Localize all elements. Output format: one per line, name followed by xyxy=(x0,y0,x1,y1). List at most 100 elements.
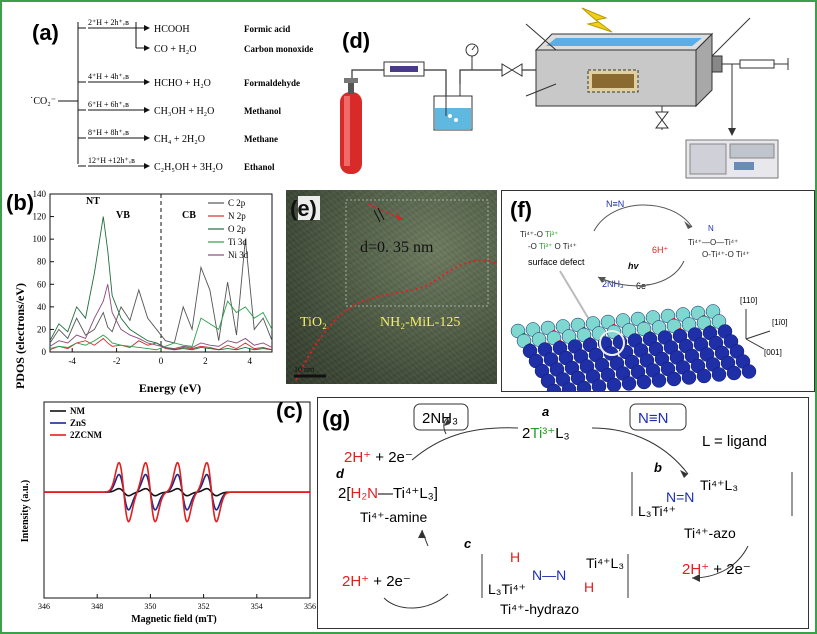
panel-g-label: (g) xyxy=(322,406,350,431)
g-ligand: L = ligand xyxy=(702,433,767,450)
g-step-a: a xyxy=(542,404,549,419)
epr-chart: (c) Intensity (a.u.) Magnetic field (mT)… xyxy=(20,398,316,625)
tem-texture xyxy=(286,190,497,384)
pdos-series-ni-3d xyxy=(49,284,273,350)
g-hydrazo-ti-top: Ti⁴⁺L₃ xyxy=(586,555,624,571)
lattice-atom xyxy=(546,383,562,391)
pdos-ytick-label: 20 xyxy=(37,324,47,334)
f-left-cluster-2: -O Ti³⁺ O Ti⁴⁺ xyxy=(528,242,577,251)
mof-label: NH₂-MiL-125 xyxy=(380,315,460,330)
f-right-cluster: Ti⁴⁺—O—Ti⁴⁺ xyxy=(688,238,738,247)
pdos-cb: CB xyxy=(182,210,196,221)
tio2-label: TiO₂ xyxy=(300,315,327,330)
valve xyxy=(501,63,513,77)
lattice-atom xyxy=(591,379,607,391)
reaction-reagents-4: 8⁺H + 8h⁺ᵥʙ xyxy=(88,128,129,137)
f-nh3: 2NH₃ xyxy=(602,279,624,289)
reaction-reagents-2: 4⁺H + 4h⁺ᵥʙ xyxy=(88,72,129,81)
pdos-ytick-label: 100 xyxy=(33,234,47,244)
g-azo-name: Ti⁴⁺-azo xyxy=(684,525,736,541)
pdos-xtick-label: -2 xyxy=(113,356,121,366)
g-n2: N≡N xyxy=(638,410,668,427)
panel-b-label: (b) xyxy=(6,190,34,215)
pdos-ytick-label: 120 xyxy=(33,212,47,222)
pdos-xtick-label: 0 xyxy=(159,356,164,366)
g-amine-name: Ti⁴⁺-amine xyxy=(360,509,428,525)
co2-radical: ˙CO₂⁻ xyxy=(30,96,56,107)
epr-xtick-label: 352 xyxy=(198,602,210,611)
lattice-atom xyxy=(696,368,712,384)
g-azo-top: Ti⁴⁺L₃ xyxy=(700,477,738,493)
panel-a-label: (a) xyxy=(32,20,59,45)
g-step-c: c xyxy=(464,536,472,551)
g-protons-right: 2H⁺ + 2e⁻ xyxy=(682,561,751,578)
reaction-product-2: HCHO + H₂O xyxy=(154,78,211,89)
lattice-atom xyxy=(576,380,592,391)
f-surface-defect: surface defect xyxy=(528,257,585,267)
pdos-ylabel: PDOS (electrons/eV) xyxy=(13,283,27,389)
pdos-series-o-2p xyxy=(49,216,273,351)
reaction-name-3: Methanol xyxy=(244,106,281,116)
f-dir-1bar10: [1ī0] xyxy=(772,318,788,327)
f-right-n: N xyxy=(708,224,714,233)
g-n2-box xyxy=(629,403,687,431)
g-hydrazo-ti-bottom: L₃Ti⁴⁺ xyxy=(488,581,526,597)
g-nh3: 2NH₃ xyxy=(422,410,458,427)
pdos-xlabel: Energy (eV) xyxy=(139,381,201,395)
pdos-legend-label: N 2p xyxy=(228,211,246,221)
pdos-series-ti-3d xyxy=(49,300,273,351)
water-bubbler xyxy=(433,84,473,131)
f-left-cluster: Ti⁴⁺-O Ti³⁺ xyxy=(520,230,558,239)
pdos-ytick-label: 140 xyxy=(33,189,47,199)
g-hydrazo-h2: H xyxy=(584,579,594,595)
epr-xtick-label: 350 xyxy=(144,602,156,611)
pdos-ytick-label: 80 xyxy=(37,257,47,267)
g-protons-top: 2H⁺ + 2e⁻ xyxy=(344,449,413,466)
pdos-ytick-label: 60 xyxy=(37,279,47,289)
pdos-legend-label: C 2p xyxy=(228,198,246,208)
lattice-atom xyxy=(606,377,622,391)
pdos-legend-label: Ni 3d xyxy=(228,250,249,260)
lattice-atom xyxy=(726,365,742,381)
f-n2: N≡N xyxy=(606,199,624,209)
epr-ylabel: Intensity (a.u.) xyxy=(20,480,31,543)
lattice-atom xyxy=(621,376,637,391)
lattice-atom xyxy=(741,364,757,379)
epr-xlabel: Magnetic field (mT) xyxy=(131,614,217,625)
g-nh3-box xyxy=(413,403,469,431)
g-amine: 2[H₂N—Ti⁴⁺L₃] xyxy=(338,485,438,502)
light-icon xyxy=(581,7,613,33)
epr-plot-area xyxy=(43,401,311,599)
panel-d: (d) xyxy=(340,7,789,179)
lattice-atom xyxy=(561,382,577,391)
pdos-vb: VB xyxy=(116,210,130,221)
g-step-b: b xyxy=(654,460,662,475)
lattice-atom xyxy=(651,373,667,388)
f-right-cluster-2: O-Ti⁴⁺-O Ti⁴⁺ xyxy=(702,250,750,259)
epr-legend-label: 2ZCNM xyxy=(70,430,103,440)
g-step-d: d xyxy=(336,466,345,481)
f-6h: 6H⁺ xyxy=(652,245,669,255)
pdos-series-c-2p xyxy=(49,239,273,344)
gas-chromatograph xyxy=(685,139,779,179)
epr-xtick-label: 354 xyxy=(251,602,263,611)
lattice-atom xyxy=(711,367,727,382)
reaction-product-1: CO + H₂O xyxy=(154,44,196,55)
epr-xtick-label: 346 xyxy=(38,602,50,611)
reaction-product-0: HCOOH xyxy=(154,24,190,35)
panel-f-label: (f) xyxy=(510,197,532,222)
g-ti3: 2Ti³⁺L₃ xyxy=(522,425,570,442)
g-azo-n: N=N xyxy=(666,489,694,505)
f-dir-001: [001] xyxy=(764,348,782,357)
reaction-product-4: CH₄ + 2H₂O xyxy=(154,134,205,145)
f-dir-110: [110] xyxy=(740,296,757,305)
epr-legend-label: ZnS xyxy=(70,418,86,428)
panel-g: (g) 2NH₃ N≡N L = ligand a 2Ti³⁺L₃ b c d … xyxy=(317,397,809,629)
pdos-chart: (b) PDOS (electrons/eV) Energy (eV) NT V… xyxy=(6,189,273,395)
lattice-atom xyxy=(666,371,682,387)
g-azo-bottom: L₃Ti⁴⁺ xyxy=(638,503,676,519)
f-hv: hv xyxy=(628,261,639,271)
crystal-lattice xyxy=(510,304,757,391)
reaction-name-1: Carbon monoxide xyxy=(244,44,313,54)
